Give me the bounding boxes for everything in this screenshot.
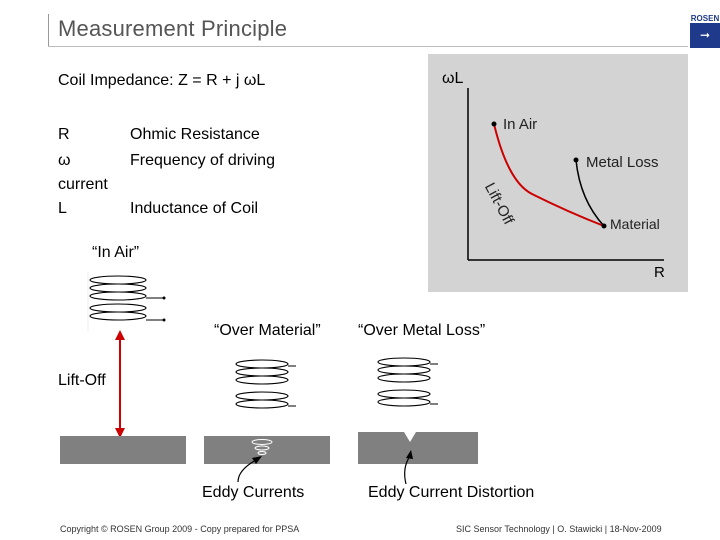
x-axis-label: R (654, 264, 665, 281)
rosen-logo: ROSEN ➞ (690, 14, 720, 48)
metal-loss-defect-icon (404, 432, 416, 442)
material-plate-right (358, 432, 478, 464)
symbol-r: R (58, 126, 70, 143)
label-eddy-currents: Eddy Currents (202, 484, 305, 501)
coil-probe-over-metal-loss (377, 357, 438, 407)
impedance-plane-panel (428, 54, 688, 292)
point-material (601, 223, 607, 229)
eddy-current-icon (251, 439, 273, 455)
y-axis-label: ωL (442, 70, 464, 87)
label-in-air: In Air (503, 116, 538, 133)
label-over-metal-loss: “Over Metal Loss” (358, 322, 486, 339)
logo-text: ROSEN (690, 14, 720, 23)
label-material: Material (610, 216, 660, 232)
impedance-formula: Coil Impedance: Z = R + j ωL (58, 72, 266, 89)
title-underline (48, 46, 688, 47)
metal-loss-curve (575, 159, 605, 227)
footer-credit: SIC Sensor Technology | O. Stawicki | 18… (456, 524, 662, 534)
material-plate-left (60, 436, 186, 464)
label-over-material: “Over Material” (214, 322, 321, 339)
symbol-omega: ω (58, 152, 71, 169)
meaning-r: Ohmic Resistance (130, 126, 260, 143)
label-in-air-probe: “In Air” (92, 244, 140, 261)
symbol-current: current (58, 176, 108, 193)
meaning-l: Inductance of Coil (130, 200, 259, 217)
label-metal-loss: Metal Loss (586, 154, 659, 171)
eddy-distortion-pointer (404, 450, 413, 485)
lift-off-arrow-icon (115, 330, 125, 438)
symbol-l: L (58, 200, 67, 217)
impedance-plane-graphic (467, 88, 664, 261)
coil-probe-over-material (235, 359, 296, 409)
label-lift-off: Lift-Off (58, 372, 106, 389)
eddy-currents-pointer (237, 456, 262, 483)
meaning-omega: Frequency of driving (130, 152, 275, 169)
lift-off-curve (493, 123, 605, 227)
footer-copyright: Copyright © ROSEN Group 2009 - Copy prep… (60, 524, 300, 534)
point-metal-loss (573, 157, 579, 163)
coil-probe-in-air (84, 270, 184, 334)
page-title: Measurement Principle (58, 16, 288, 41)
label-eddy-distortion: Eddy Current Distortion (368, 484, 535, 501)
arrow-right-icon: ➞ (699, 28, 711, 42)
title-divider (48, 14, 49, 46)
point-in-air (491, 121, 497, 127)
